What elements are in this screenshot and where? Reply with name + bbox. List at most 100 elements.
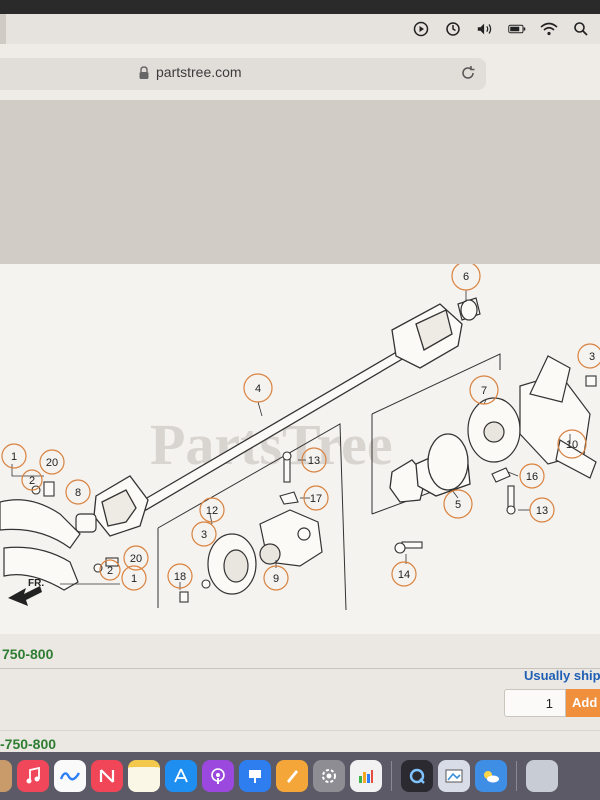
- svg-text:14: 14: [398, 569, 410, 581]
- svg-text:17: 17: [310, 493, 322, 505]
- callout-20a: 20: [39, 449, 65, 475]
- clutch-ring: [207, 533, 257, 595]
- news-icon[interactable]: [91, 760, 123, 792]
- reload-icon[interactable]: [460, 65, 476, 86]
- callout-3b: 3: [191, 521, 217, 547]
- music-icon[interactable]: [17, 760, 49, 792]
- detail-box: [157, 423, 347, 611]
- callout-13a: 13: [301, 447, 327, 473]
- svg-text:13: 13: [308, 455, 320, 467]
- notes-icon[interactable]: [128, 760, 160, 792]
- callout-17: 17: [303, 485, 329, 511]
- menu-bar: [6, 14, 600, 44]
- callout-9: 9: [263, 565, 289, 591]
- bolts-right: [394, 375, 597, 554]
- numbers-icon[interactable]: [350, 760, 382, 792]
- svg-text:12: 12: [206, 505, 218, 517]
- callout-1a: 1: [1, 443, 27, 469]
- svg-text:5: 5: [455, 499, 461, 511]
- callout-8: 8: [65, 479, 91, 505]
- product-info: 750-800 Usually ship 1 Add -750-800: [0, 634, 600, 760]
- search-icon[interactable]: [572, 20, 590, 38]
- app-store-icon[interactable]: [165, 760, 197, 792]
- svg-text:10: 10: [566, 439, 578, 451]
- callout-6: 6: [451, 264, 481, 291]
- podcasts-icon[interactable]: [202, 760, 234, 792]
- callout-3a: 3: [577, 343, 600, 369]
- callout-14: 14: [391, 561, 417, 587]
- svg-text:1: 1: [131, 573, 137, 585]
- address-bar[interactable]: partstree.com: [0, 58, 486, 90]
- sleeve-part: [457, 297, 481, 321]
- quicktime-icon[interactable]: [401, 760, 433, 792]
- small-pins: [179, 451, 299, 603]
- url-text[interactable]: partstree.com: [156, 64, 242, 80]
- svg-text:1: 1: [11, 451, 17, 463]
- callout-20b: 20: [123, 545, 149, 571]
- folder-icon[interactable]: [526, 760, 558, 792]
- preview-icon[interactable]: [438, 760, 470, 792]
- dock-separator: [391, 761, 392, 791]
- svg-text:7: 7: [481, 385, 487, 397]
- svg-text:8: 8: [75, 487, 81, 499]
- pages-icon[interactable]: [276, 760, 308, 792]
- divider: [0, 730, 600, 731]
- time-machine-icon[interactable]: [444, 20, 462, 38]
- system-settings-icon[interactable]: [313, 760, 345, 792]
- front-direction-arrow: FR.: [8, 578, 44, 606]
- bolts-left: [31, 481, 119, 573]
- divider: [0, 668, 600, 669]
- svg-text:9: 9: [273, 573, 279, 585]
- svg-text:16: 16: [526, 471, 538, 483]
- svg-text:20: 20: [130, 553, 142, 565]
- play-circle-icon[interactable]: [412, 20, 430, 38]
- callout-4: 4: [243, 373, 273, 403]
- callout-1b: 1: [121, 565, 147, 591]
- cover-plates: [0, 499, 81, 591]
- callout-18: 18: [167, 563, 193, 589]
- model-code-secondary[interactable]: -750-800: [0, 736, 57, 752]
- keynote-icon[interactable]: [239, 760, 271, 792]
- svg-text:2: 2: [107, 565, 113, 577]
- finder-icon[interactable]: [0, 760, 12, 792]
- wifi-icon[interactable]: [540, 20, 558, 38]
- add-to-cart-button[interactable]: Add: [566, 689, 600, 717]
- callout-10: 10: [557, 429, 587, 459]
- lock-icon: [138, 66, 150, 85]
- quantity-input[interactable]: 1: [504, 689, 566, 717]
- svg-text:18: 18: [174, 571, 186, 583]
- watermark-text: PartsTree: [150, 412, 393, 477]
- hub-part: [467, 397, 521, 463]
- callout-2a: 2: [21, 469, 43, 491]
- callout-2b: 2: [99, 559, 121, 581]
- fan-blade: [519, 355, 597, 479]
- screen-bezel: [0, 0, 600, 14]
- svg-text:2: 2: [29, 475, 35, 487]
- gear-housing: [259, 509, 323, 567]
- callout-16: 16: [519, 463, 545, 489]
- callout-12: 12: [199, 497, 225, 523]
- callouts: 1 2 20 8 4 6 3 7 13 17 12 3 18 9 5 16 10…: [1, 264, 600, 591]
- svg-text:20: 20: [46, 457, 58, 469]
- exploded-view-drawing: PartsTree FR.: [0, 264, 600, 611]
- browser-toolbar: partstree.com: [0, 44, 600, 101]
- callout-13b: 13: [529, 497, 555, 523]
- freeform-icon[interactable]: [54, 760, 86, 792]
- svg-text:3: 3: [201, 529, 207, 541]
- page-header-area: [0, 100, 600, 264]
- battery-icon[interactable]: [508, 20, 526, 38]
- callout-5: 5: [443, 489, 473, 519]
- model-code[interactable]: 750-800: [2, 646, 54, 662]
- svg-text:13: 13: [536, 505, 548, 517]
- dock-separator: [516, 761, 517, 791]
- svg-text:4: 4: [255, 383, 261, 395]
- svg-text:6: 6: [463, 271, 469, 283]
- svg-text:3: 3: [589, 351, 595, 363]
- parts-diagram[interactable]: PartsTree FR.: [0, 264, 600, 634]
- drive-shaft: [93, 303, 463, 537]
- direction-label: FR.: [28, 578, 44, 589]
- bushing-part: [75, 513, 97, 533]
- weather-icon[interactable]: [475, 760, 507, 792]
- volume-icon[interactable]: [476, 20, 494, 38]
- yoke-assembly: [389, 433, 471, 503]
